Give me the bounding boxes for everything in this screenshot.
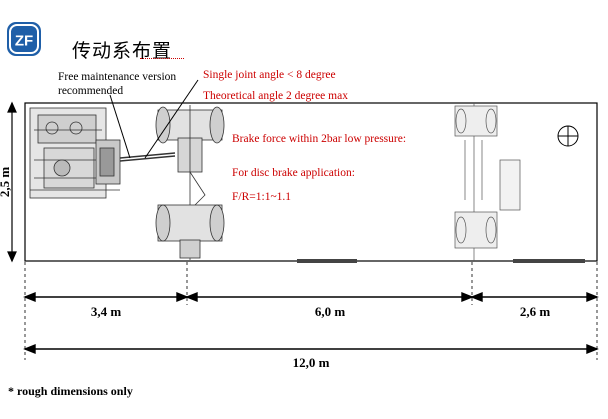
maintenance-note-line: Free maintenance version bbox=[58, 71, 177, 83]
zf-logo: ZF bbox=[7, 22, 41, 56]
propeller-shaft bbox=[119, 152, 176, 162]
floor-mark bbox=[513, 259, 585, 263]
mid-section-label: 6,0 m bbox=[315, 304, 346, 319]
extension-lines bbox=[24, 262, 598, 360]
maintenance-note: Free maintenance version recommended bbox=[58, 70, 176, 98]
total-dimension-line bbox=[23, 343, 599, 355]
total-length-label: 12,0 m bbox=[293, 355, 330, 370]
title-underline bbox=[140, 58, 184, 59]
section-dimension-line bbox=[23, 291, 599, 303]
brake-force-note: Brake force within 2bar low pressure: bbox=[232, 133, 407, 145]
logo-text: ZF bbox=[15, 33, 33, 50]
joint-angle-note: Single joint angle < 8 degree bbox=[203, 69, 336, 81]
front-axle-assembly bbox=[155, 105, 225, 260]
theoretical-angle-note: Theoretical angle 2 degree max bbox=[203, 90, 348, 102]
engine-assembly bbox=[29, 107, 121, 199]
rear-axle-assembly bbox=[454, 103, 521, 261]
height-label: 2,5 m bbox=[0, 167, 12, 198]
front-section-label: 3,4 m bbox=[91, 304, 122, 319]
crosshair-marker bbox=[557, 125, 579, 147]
height-dimension bbox=[7, 101, 17, 263]
page-title: 传动系布置 bbox=[72, 40, 173, 62]
rear-section-label: 2,6 m bbox=[520, 304, 551, 319]
pointer-line bbox=[144, 79, 199, 159]
floor-mark bbox=[297, 259, 357, 263]
disc-brake-note: For disc brake application: bbox=[232, 167, 355, 179]
footnote: * rough dimensions only bbox=[8, 384, 133, 398]
pointer-line bbox=[109, 94, 131, 159]
maintenance-note-line: recommended bbox=[58, 85, 124, 97]
ratio-note: F/R=1:1~1.1 bbox=[232, 191, 292, 203]
